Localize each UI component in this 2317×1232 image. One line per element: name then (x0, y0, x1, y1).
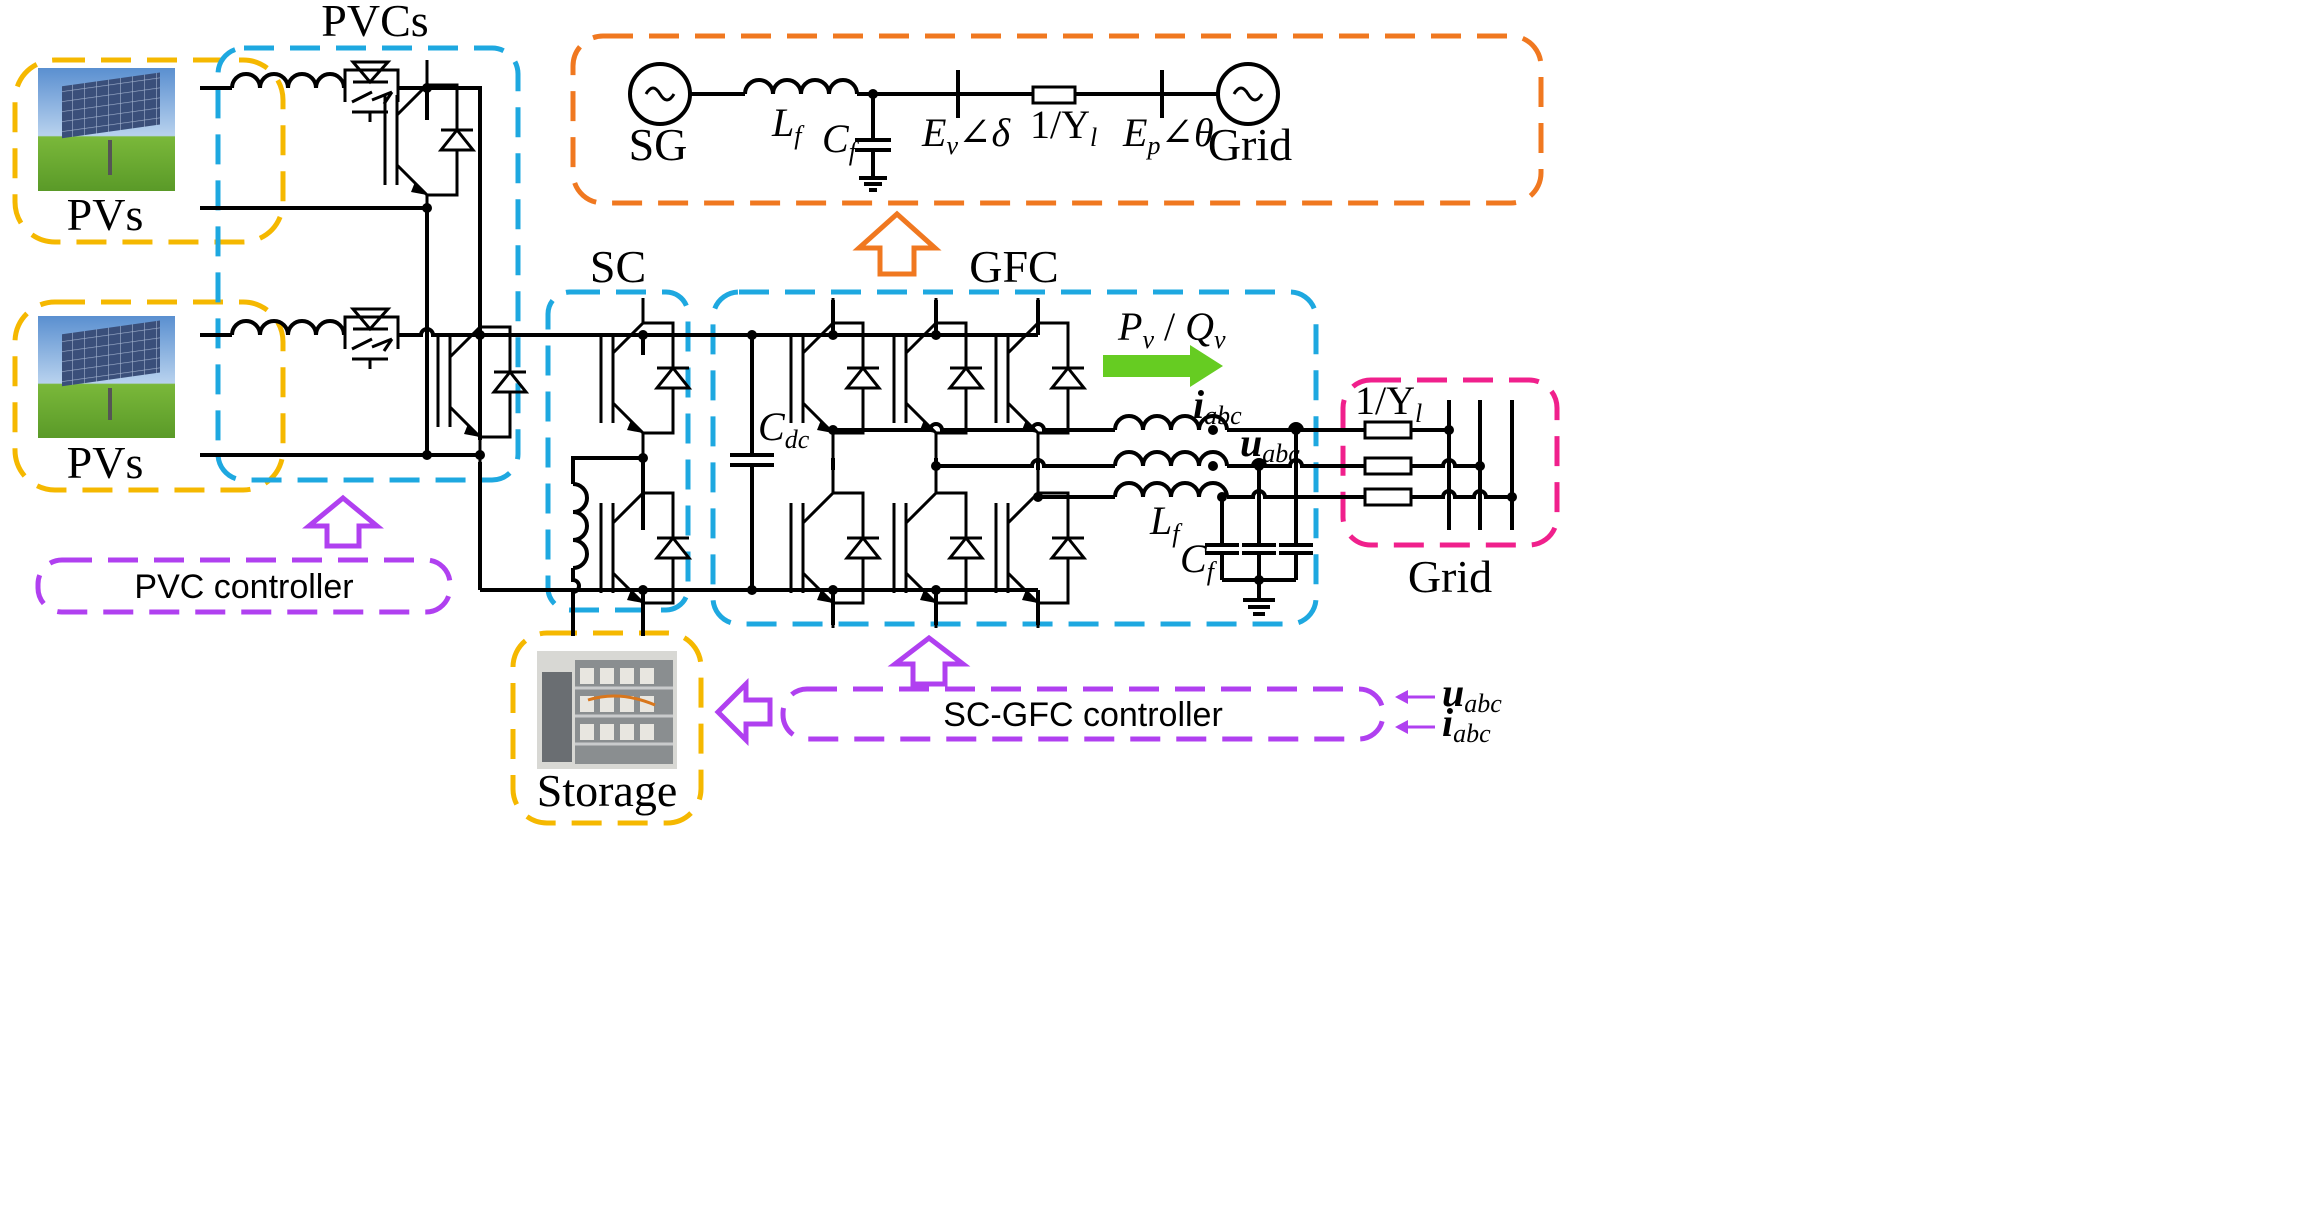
input-i-label: iabc (1442, 700, 1491, 748)
gfc-label: GFC (969, 241, 1058, 292)
junction-dots (422, 83, 1517, 595)
sg-line (628, 62, 1280, 192)
lf-mid-label: Lf (1149, 498, 1183, 548)
pvcs-label: PVCs (321, 0, 428, 46)
cf-mid-label: Cf (1180, 536, 1218, 586)
sc-label: SC (590, 241, 646, 292)
pv-box-top (12, 57, 286, 245)
pvc-up-arrow (302, 494, 384, 549)
lf-top-label: Lf (771, 100, 805, 150)
cdc-label: Cdc (758, 404, 810, 454)
grid-box (1340, 377, 1560, 548)
pv-image-bottom (38, 316, 175, 438)
storage-left-arrow (714, 677, 773, 747)
grid-right-label: Grid (1408, 551, 1492, 602)
pv-image-top (38, 68, 175, 191)
gfc-up-arrow (887, 634, 971, 687)
sg-box (570, 33, 1544, 206)
ev-label: Ev∠δ (921, 110, 1012, 160)
cf-top-label: Cf (822, 116, 860, 166)
iabc-label: iabc (1193, 382, 1242, 430)
gfc-circuit (730, 296, 1365, 630)
ep-label: Ep∠θ (1122, 110, 1214, 160)
pvc-controller-label: PVC controller (134, 568, 353, 606)
sc-box (545, 289, 691, 613)
pvc-circuit (200, 58, 528, 590)
yl-right-label: 1/Yl (1355, 378, 1422, 428)
scgfc-controller-label: SC-GFC controller (943, 696, 1223, 734)
power-flow-label: Pv / Qv (1117, 304, 1226, 354)
storage-label: Storage (537, 765, 678, 816)
pv-box-bottom (12, 299, 286, 493)
sc-circuit (571, 296, 691, 636)
uabc-label: uabc (1240, 420, 1300, 468)
scgfc-controller-box (780, 686, 1386, 742)
sg-label: SG (629, 119, 688, 170)
storage-box (510, 630, 704, 826)
input-u-label: uabc (1442, 670, 1502, 718)
grid-top-label: Grid (1208, 119, 1292, 170)
pvs-top-label: PVs (67, 189, 144, 240)
input-arrows (1395, 690, 1435, 734)
storage-image (537, 651, 677, 769)
power-flow-arrow (1103, 345, 1223, 387)
pvs-bottom-label: PVs (67, 437, 144, 488)
pvc-controller-box (35, 557, 453, 615)
pvcs-box (215, 45, 521, 483)
sg-up-arrow (852, 210, 942, 277)
yl-top-label: 1/Yl (1030, 102, 1097, 152)
